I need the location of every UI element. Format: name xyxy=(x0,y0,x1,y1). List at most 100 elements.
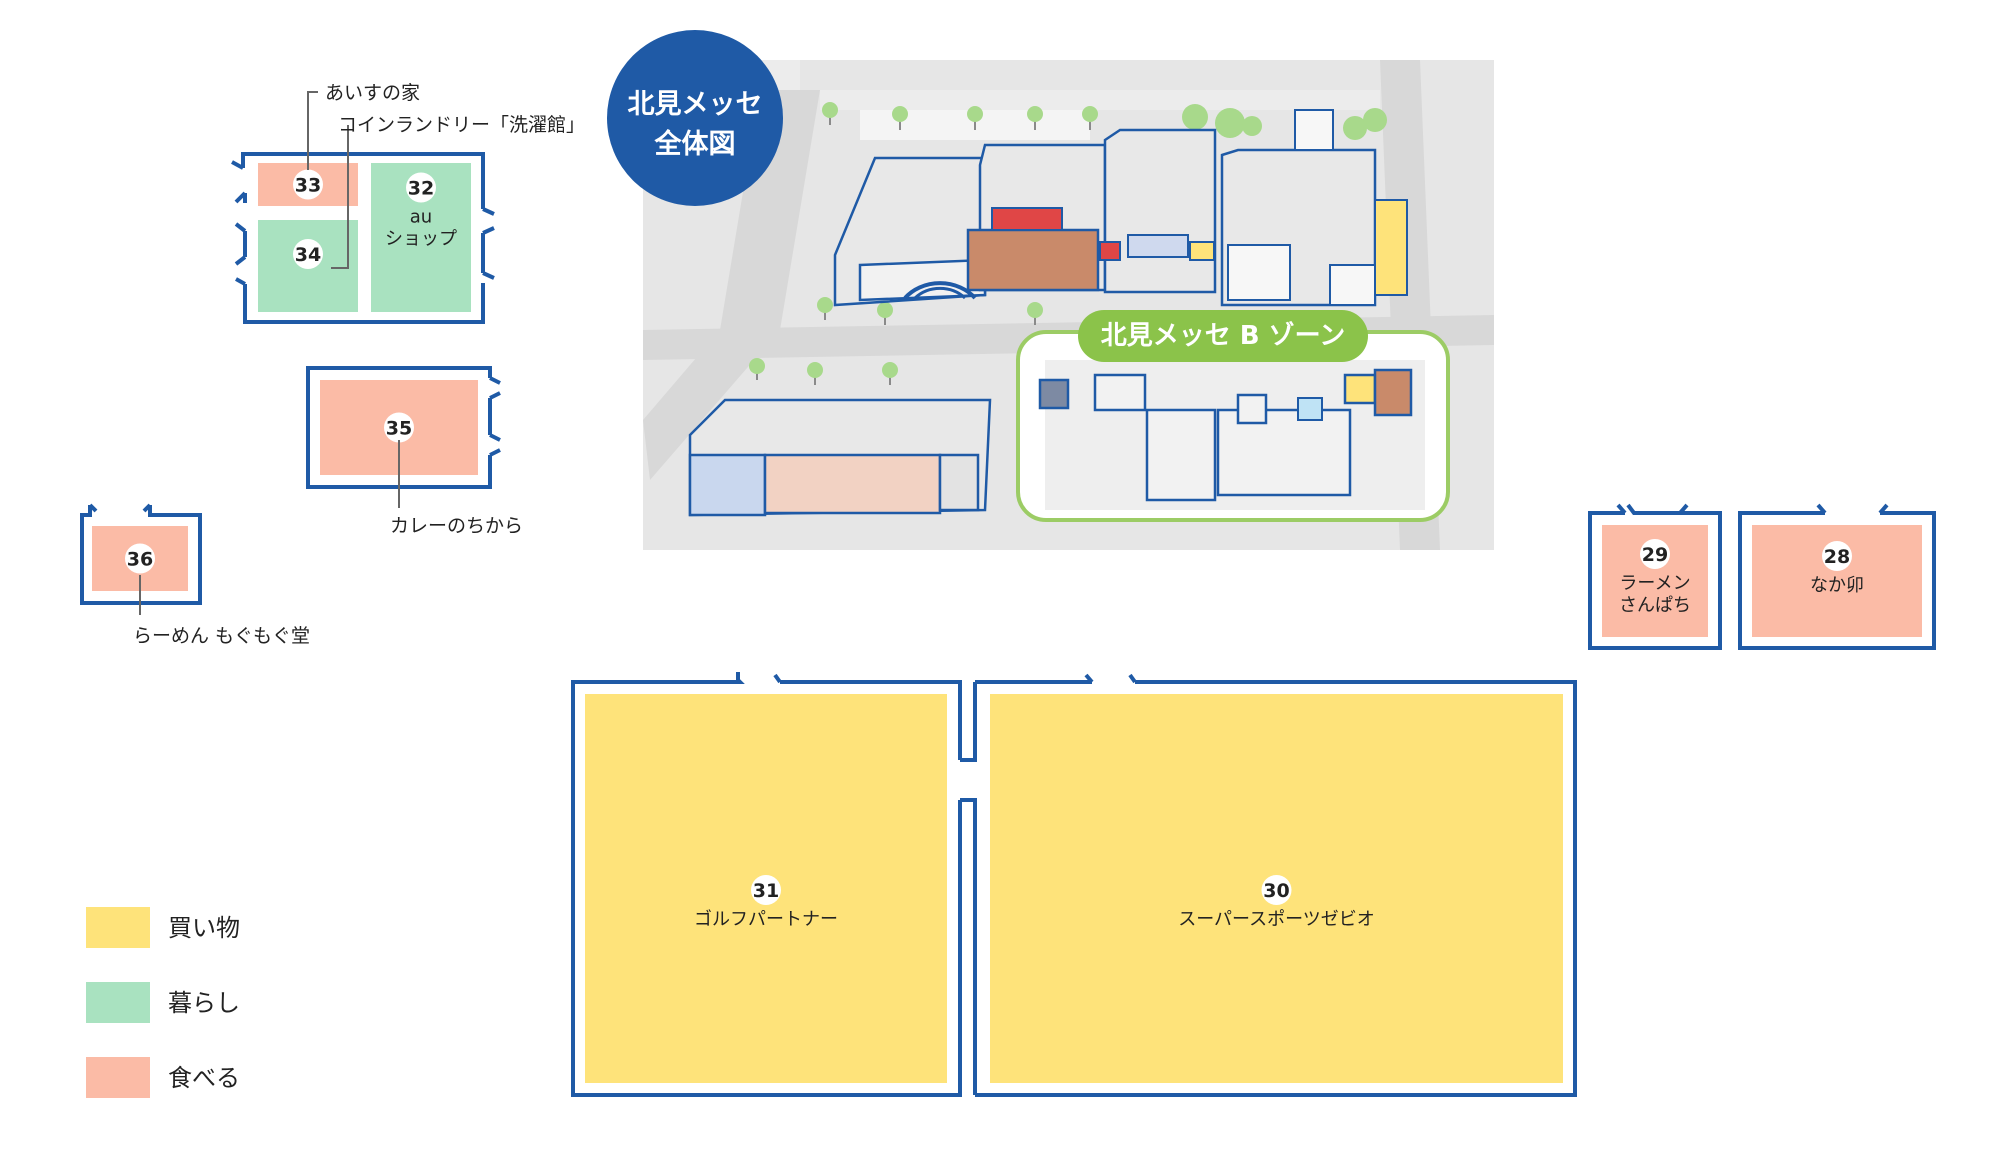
shop-number: 29 xyxy=(1642,544,1668,566)
shop-label-35: 35 xyxy=(384,412,414,443)
tree-icon xyxy=(749,358,765,380)
legend-swatch-food xyxy=(86,1057,150,1098)
building-facade xyxy=(938,453,980,512)
shop-name: ラーメン xyxy=(1619,573,1690,594)
building-sign xyxy=(1189,241,1215,261)
shop-number: 36 xyxy=(127,549,153,571)
shop-number-badge xyxy=(293,239,323,269)
shop-number-badge xyxy=(293,169,323,200)
shop-number: 34 xyxy=(295,244,321,266)
trees xyxy=(749,102,1387,515)
entrance-marker xyxy=(1816,503,1889,515)
arch xyxy=(913,286,967,300)
building xyxy=(1374,199,1408,296)
tree-icon xyxy=(1182,104,1262,138)
road xyxy=(643,90,820,480)
entrance-marker xyxy=(489,376,501,457)
building xyxy=(1373,368,1413,417)
building xyxy=(1329,264,1376,306)
entrance-marker xyxy=(88,503,152,513)
b-zone-area xyxy=(1016,330,1450,522)
shop-label-30: 30 スーパースポーツゼビオ xyxy=(1178,875,1375,930)
tree-icon xyxy=(1343,108,1387,140)
road xyxy=(820,90,1380,110)
shop-number-badge xyxy=(125,543,155,574)
building xyxy=(1103,128,1217,294)
badge-circle xyxy=(607,30,783,206)
building xyxy=(1038,378,1070,410)
tree-icon xyxy=(1027,302,1043,325)
legend-label-living: 暮らし xyxy=(168,989,240,1017)
legend-label-shopping: 買い物 xyxy=(168,914,240,942)
block-wall xyxy=(960,682,977,762)
entrance-marker xyxy=(736,672,782,684)
overview-badge: 北見メッセ 全体図 xyxy=(607,30,783,206)
shop-label-33: 33 xyxy=(293,169,323,200)
building-sign xyxy=(1099,241,1121,261)
shop-name: au xyxy=(410,207,432,228)
callout-text-34: コインランドリー「洗濯館」 xyxy=(338,114,585,136)
building-sign xyxy=(1127,234,1189,258)
entrance-marker xyxy=(231,160,247,286)
building-complex-north xyxy=(833,109,1408,307)
legend-swatch-shopping xyxy=(86,907,150,948)
shop-number: 32 xyxy=(408,178,434,200)
badge-title: 北見メッセ xyxy=(628,89,763,120)
block-wall xyxy=(780,680,962,760)
building xyxy=(1145,408,1217,502)
shop-number-badge xyxy=(1640,539,1670,569)
legend: 買い物 暮らし 食べる xyxy=(86,907,240,1098)
block-wall xyxy=(1738,511,1936,650)
shop-number-badge xyxy=(1822,541,1852,571)
shop-name: スーパースポーツゼビオ xyxy=(1178,909,1375,930)
tree-icon xyxy=(882,362,898,385)
block-wall xyxy=(975,680,1577,1097)
building xyxy=(1236,393,1268,425)
shop-number: 30 xyxy=(1263,880,1289,902)
entrance-marker xyxy=(1616,503,1689,515)
building-facade xyxy=(1227,244,1291,301)
block-wall xyxy=(241,152,485,209)
block-wall xyxy=(306,366,492,489)
building xyxy=(1294,109,1334,151)
building xyxy=(1343,373,1377,405)
b-zone-label: 北見メッセ B ゾーン xyxy=(1078,310,1368,362)
building xyxy=(1297,397,1323,421)
aerial-overview-map: 北見メッセ B ゾーン 北見メッセ 全体図 xyxy=(607,30,1494,550)
shop-label-34: 34 xyxy=(293,239,323,269)
shop-number: 33 xyxy=(295,175,321,197)
building-facade xyxy=(688,453,767,517)
tree-icon xyxy=(817,297,833,320)
shop-name: なか卯 xyxy=(1810,575,1864,596)
callout-text-36: らーめん もぐもぐ堂 xyxy=(133,625,310,647)
tree-icon xyxy=(877,302,893,325)
shop-label-36: 36 xyxy=(125,543,155,574)
shop-number: 35 xyxy=(386,418,412,440)
tree-icon xyxy=(1027,106,1043,130)
legend-swatch-living xyxy=(86,982,150,1023)
shop-number-badge xyxy=(1261,875,1292,905)
block-wall xyxy=(243,283,485,324)
block-wall xyxy=(960,798,977,1095)
shop-number-badge xyxy=(384,412,414,443)
tree-icon xyxy=(822,102,838,125)
shop-number-badge xyxy=(406,172,436,203)
arch xyxy=(903,281,977,300)
shop-name: さんぱち xyxy=(1619,595,1691,616)
building xyxy=(1093,373,1147,412)
tree-icon xyxy=(807,362,823,385)
entrance-marker xyxy=(1084,673,1137,684)
building-facade xyxy=(763,453,942,515)
building-facade xyxy=(966,228,1100,292)
callout-text-33: あいすの家 xyxy=(325,82,420,104)
building-complex-south xyxy=(688,398,992,517)
building-sign xyxy=(991,207,1063,231)
tree-icon xyxy=(1082,106,1098,130)
badge-subtitle: 全体図 xyxy=(654,128,736,160)
